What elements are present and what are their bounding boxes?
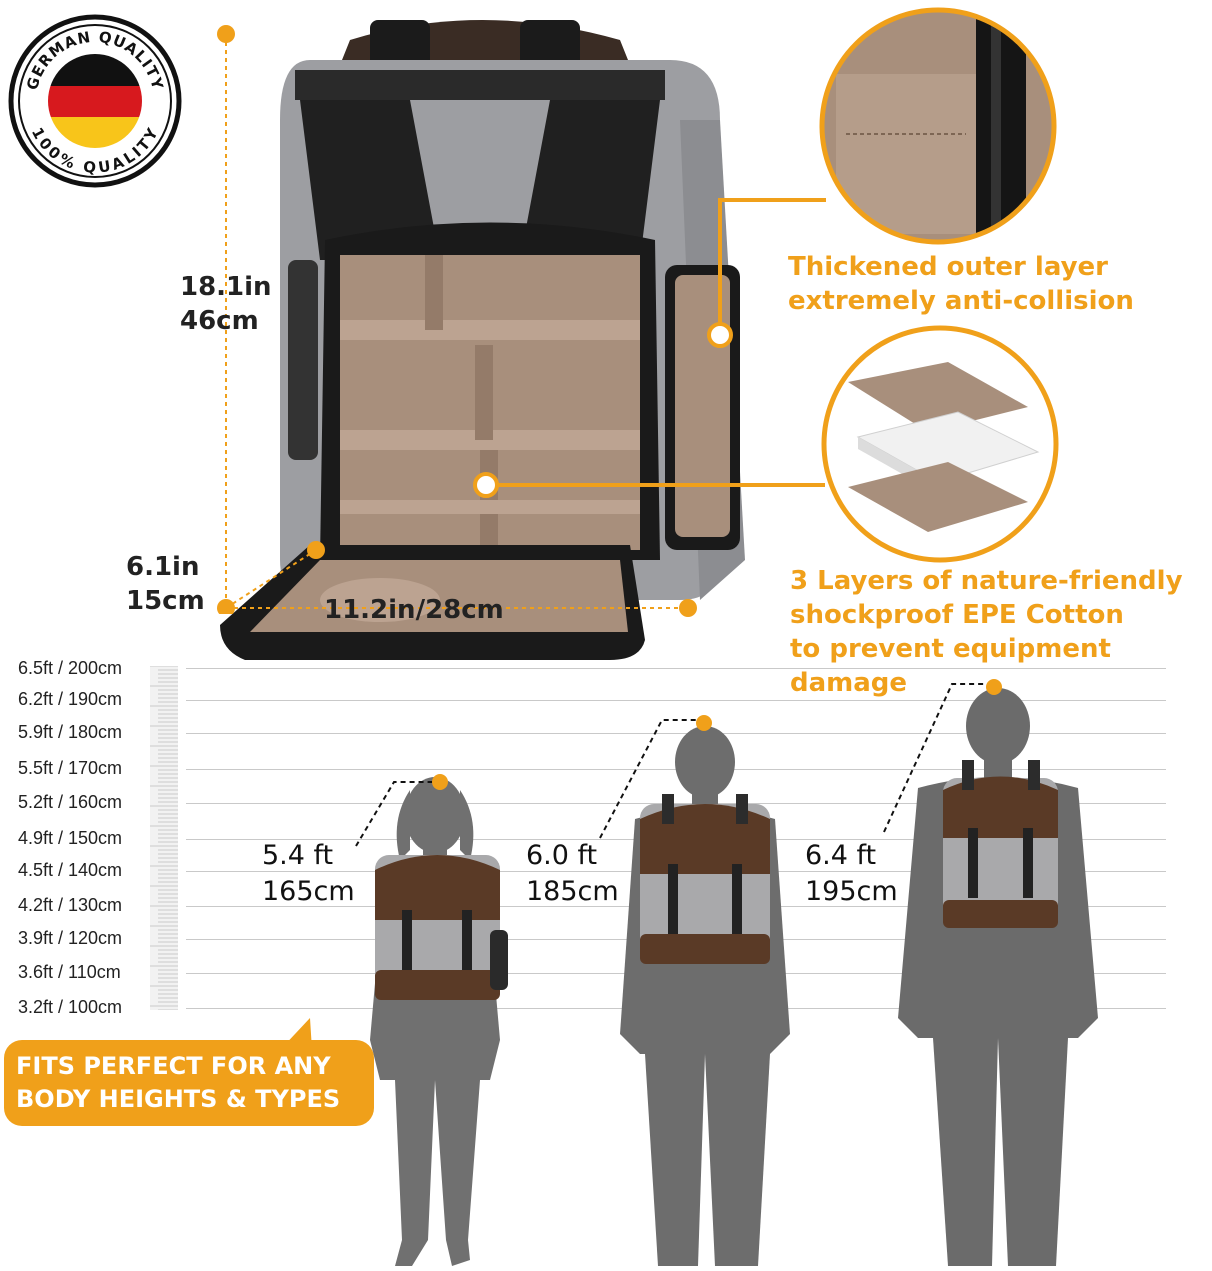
scale-label-130: 4.2ft / 130cm xyxy=(18,895,123,915)
scale-label-110: 3.6ft / 110cm xyxy=(18,962,121,982)
person-silhouette-185 xyxy=(600,714,810,1266)
person-185-ft: 6.0 ft xyxy=(526,840,598,871)
scale-line xyxy=(186,700,1166,701)
layers-caption: 3 Layers of nature-friendly shockproof E… xyxy=(790,564,1212,700)
height-cm: 46cm xyxy=(180,306,259,336)
outer-layer-line2: extremely anti-collision xyxy=(788,286,1134,316)
scale-label-120: 3.9ft / 120cm xyxy=(18,928,123,948)
width-dimension-label: 11.2in/28cm xyxy=(324,595,504,625)
german-quality-badge: GERMAN QUALITY 100% QUALITY xyxy=(8,14,182,188)
person-185-pointer xyxy=(596,712,716,842)
scale-label-180: 5.9ft / 180cm xyxy=(18,722,123,742)
depth-dimension-guide xyxy=(216,538,326,618)
outer-layer-connector xyxy=(706,190,846,350)
outer-layer-caption: Thickened outer layer extremely anti-col… xyxy=(788,250,1134,318)
scale-label-200: 6.5ft / 200cm xyxy=(18,658,123,678)
depth-in: 6.1in xyxy=(126,552,200,582)
layers-connector xyxy=(470,470,830,500)
scale-label-170: 5.5ft / 170cm xyxy=(18,758,123,778)
banner-line2: BODY HEIGHTS & TYPES xyxy=(16,1085,341,1113)
height-dimension-label: 18.1in 46cm xyxy=(180,270,272,338)
banner-line1: FITS PERFECT FOR ANY xyxy=(16,1052,331,1080)
person-185-cm: 185cm xyxy=(526,876,619,907)
height-in: 18.1in xyxy=(180,272,272,302)
scale-line xyxy=(186,803,1166,804)
scale-label-100: 3.2ft / 100cm xyxy=(18,997,123,1017)
person-195-label: 6.4 ft 195cm xyxy=(805,838,898,910)
person-195-ft: 6.4 ft xyxy=(805,840,877,871)
scale-line xyxy=(186,733,1166,734)
backpack-open-illustration xyxy=(200,0,760,670)
outer-layer-closeup xyxy=(816,4,1060,248)
scale-label-140: 4.5ft / 140cm xyxy=(18,860,123,880)
layers-line3: to prevent equipment damage xyxy=(790,634,1111,698)
depth-cm: 15cm xyxy=(126,586,205,616)
height-ruler xyxy=(150,665,178,1011)
layers-line1: 3 Layers of nature-friendly xyxy=(790,566,1183,596)
person-165-ft: 5.4 ft xyxy=(262,840,334,871)
width-dimension-guide xyxy=(216,596,700,620)
person-165-cm: 165cm xyxy=(262,876,355,907)
fits-perfect-banner: FITS PERFECT FOR ANY BODY HEIGHTS & TYPE… xyxy=(4,1040,374,1126)
person-silhouette-165 xyxy=(340,760,530,1266)
scale-label-160: 5.2ft / 160cm xyxy=(18,792,123,812)
person-195-pointer xyxy=(880,676,1006,836)
person-165-pointer xyxy=(352,770,452,850)
height-scale: 6.5ft / 200cm 6.2ft / 190cm 5.9ft / 180c… xyxy=(0,656,1170,1017)
scale-line xyxy=(186,668,1166,669)
person-185-label: 6.0 ft 185cm xyxy=(526,838,619,910)
layers-closeup xyxy=(818,322,1062,566)
depth-dimension-label: 6.1in 15cm xyxy=(126,550,205,618)
outer-layer-line1: Thickened outer layer xyxy=(788,252,1108,282)
scale-label-150: 4.9ft / 150cm xyxy=(18,828,123,848)
person-silhouette-195 xyxy=(888,678,1108,1266)
layers-line2: shockproof EPE Cotton xyxy=(790,600,1124,630)
scale-label-190: 6.2ft / 190cm xyxy=(18,689,123,709)
person-195-cm: 195cm xyxy=(805,876,898,907)
person-165-label: 5.4 ft 165cm xyxy=(262,838,355,910)
